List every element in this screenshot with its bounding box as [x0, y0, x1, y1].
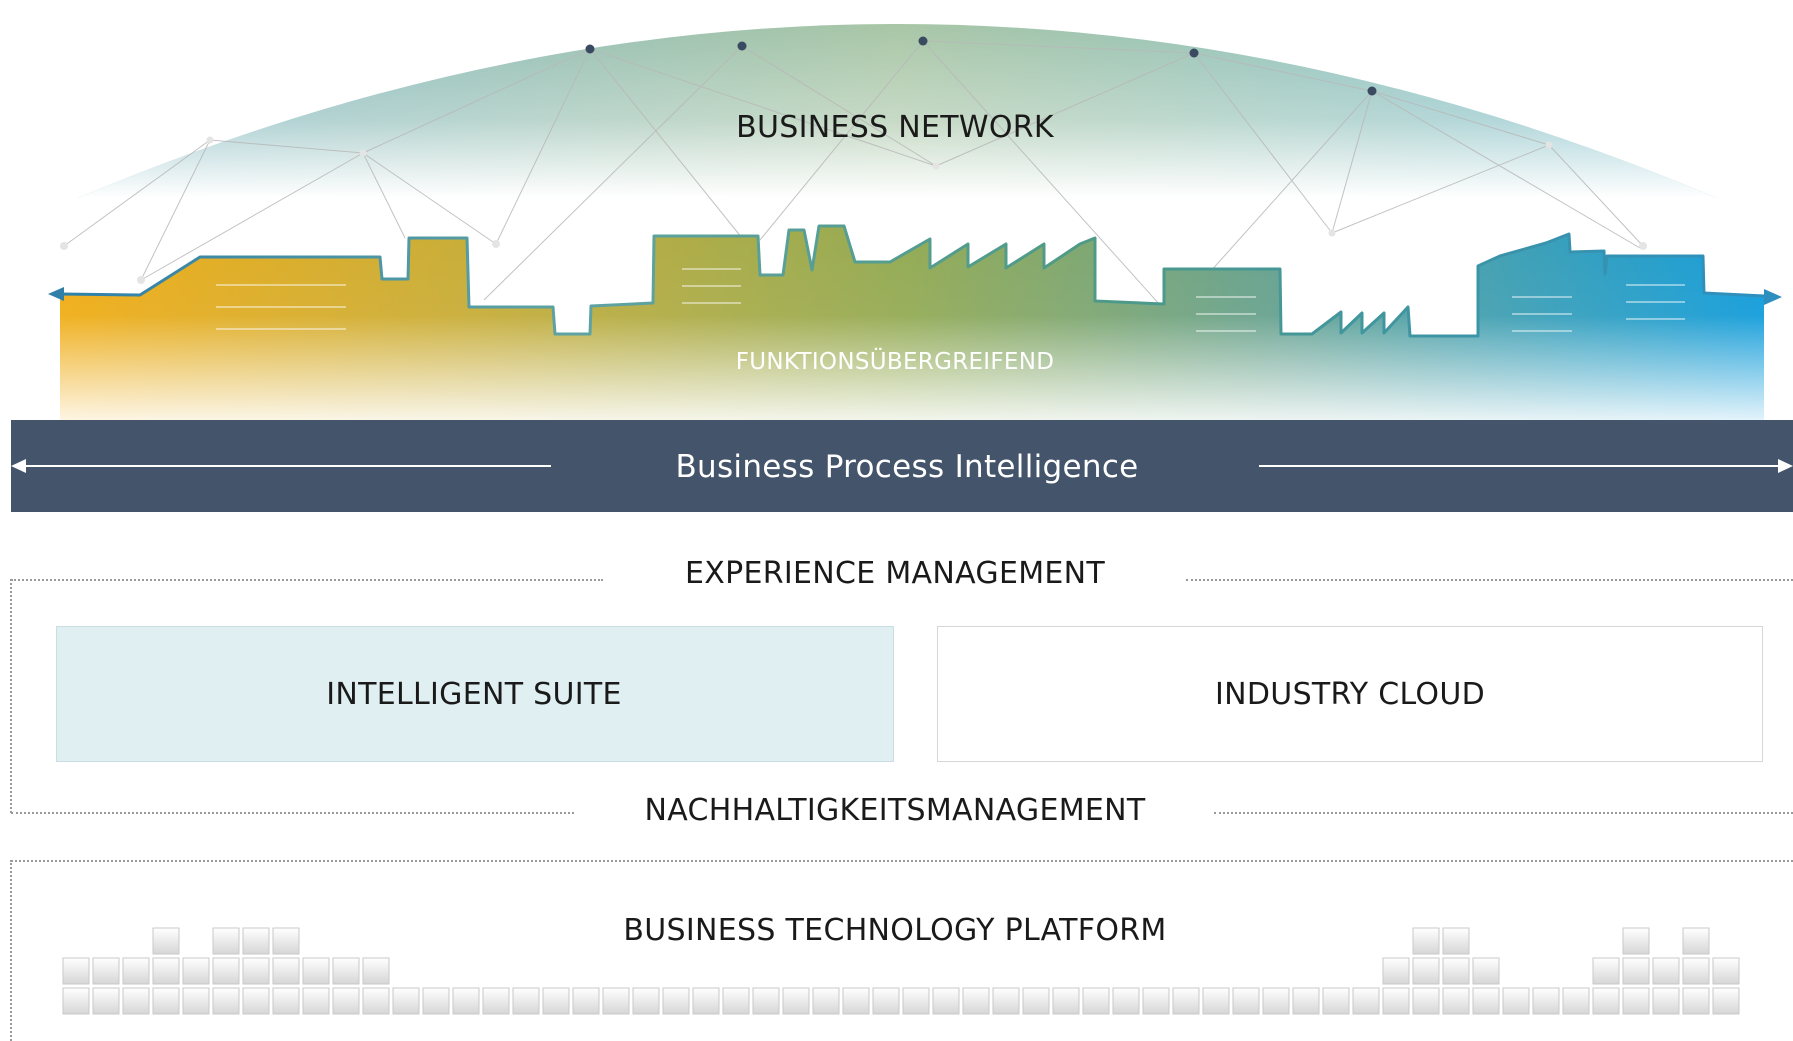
- experience-frame-bottom-left: [11, 812, 574, 814]
- cross-functional-label: FUNKTIONSÜBERGREIFEND: [735, 349, 1055, 375]
- bpi-label: Business Process Intelligence: [675, 449, 1139, 485]
- industry-cloud-box: [937, 626, 1763, 762]
- network-node-icon: [60, 36, 1647, 284]
- intelligent-suite-label: INTELLIGENT SUITE: [326, 677, 622, 712]
- platform-frame-top: [11, 860, 1793, 862]
- experience-frame-left: [10, 579, 12, 813]
- platform-block-icon: [62, 927, 1740, 1015]
- double-arrow-icon: [11, 459, 1793, 473]
- intelligent-suite-box: [56, 626, 894, 762]
- experience-frame-top-right: [1186, 579, 1793, 581]
- industry-cloud-label: INDUSTRY CLOUD: [1215, 677, 1485, 712]
- experience-frame-top-left: [11, 579, 603, 581]
- business-network-illustration: [48, 24, 1782, 425]
- business-technology-platform-label: BUSINESS TECHNOLOGY PLATFORM: [623, 913, 1167, 948]
- platform-frame-left: [10, 860, 12, 1041]
- factory-skyline-icon: [48, 224, 1782, 425]
- business-network-label: BUSINESS NETWORK: [736, 110, 1054, 145]
- network-edges: [63, 40, 1644, 306]
- experience-frame-bottom-right: [1214, 812, 1793, 814]
- experience-management-label: EXPERIENCE MANAGEMENT: [684, 556, 1106, 591]
- sustainability-management-label: NACHHALTIGKEITSMANAGEMENT: [644, 793, 1146, 828]
